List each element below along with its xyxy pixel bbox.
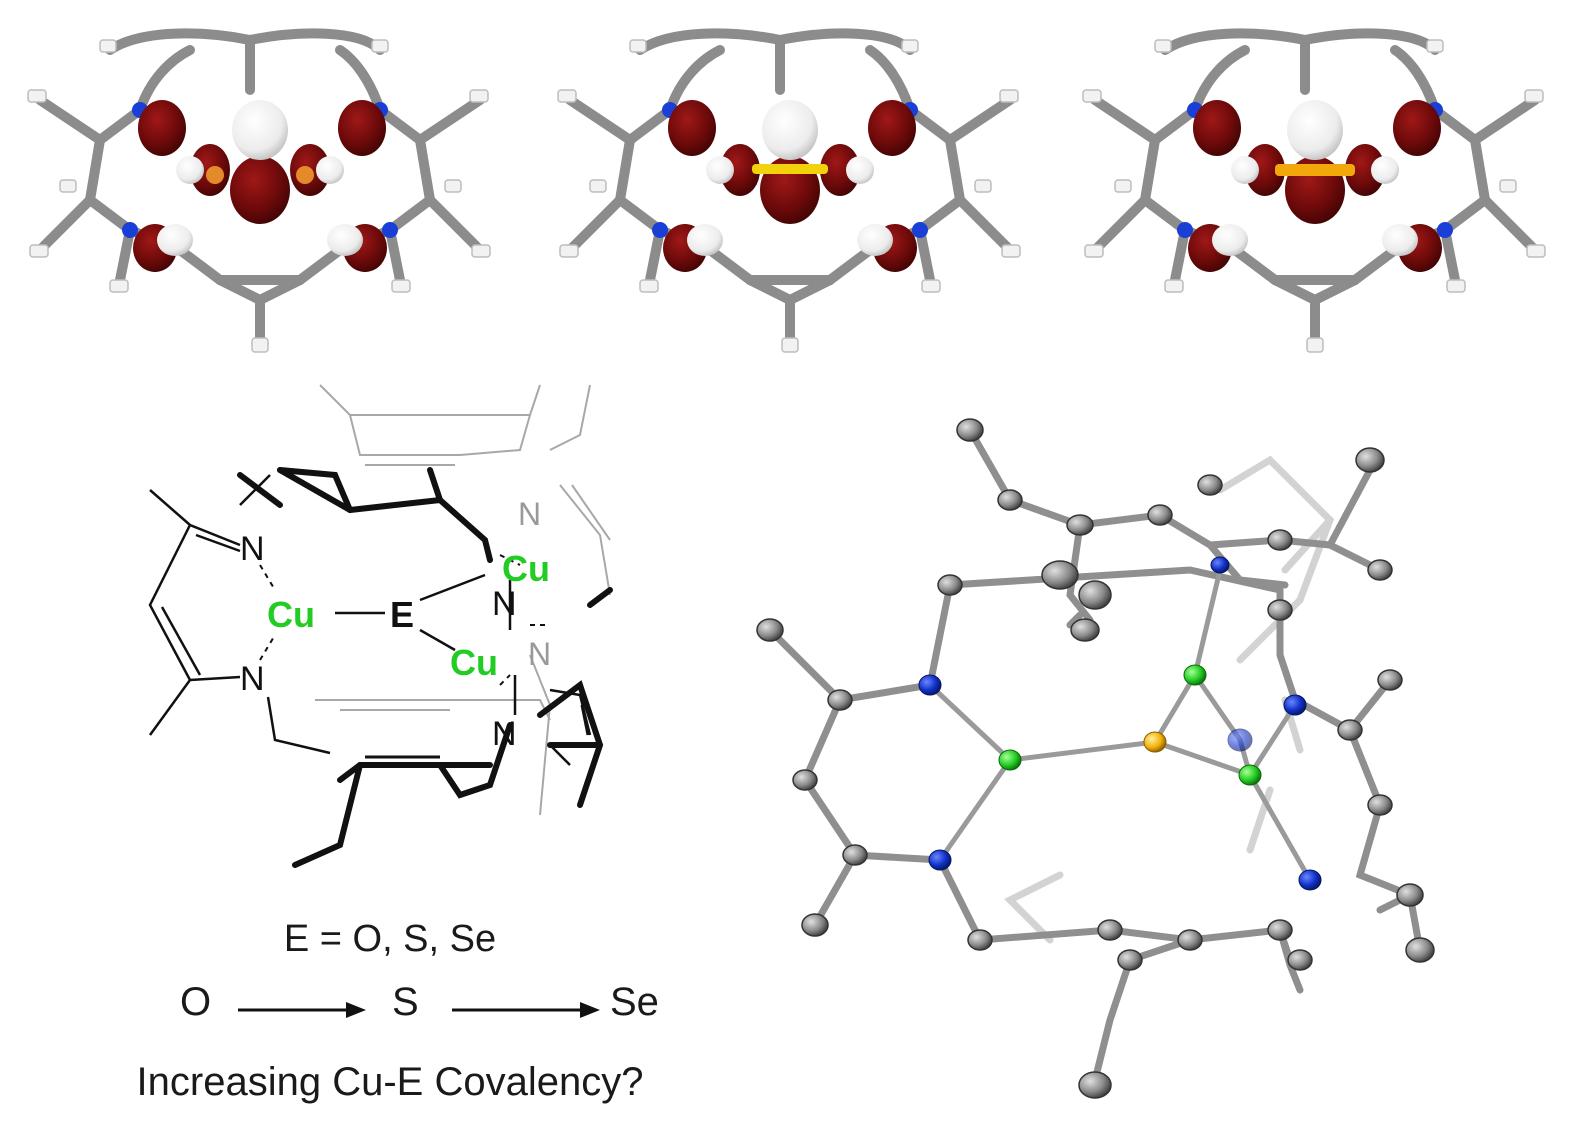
nitrogen-label: N [240, 660, 265, 698]
series-element-sulfur: S [392, 980, 419, 1024]
copper-label: Cu [450, 642, 498, 683]
nitrogen-label: N [528, 636, 551, 672]
series-element-selenium: Se [610, 980, 659, 1024]
right-arrow-icon [238, 1002, 366, 1018]
series-element-oxygen: O [180, 980, 212, 1024]
chalcogen-label: E [390, 594, 414, 635]
structure-scheme: N N N N N N Cu Cu Cu E [148, 384, 613, 868]
orbital-view-sulfido [558, 33, 1020, 352]
coordination-bonds [259, 554, 550, 686]
nitrogen-label: N [492, 585, 517, 623]
orbital-view-oxo [28, 33, 490, 352]
nitrogen-label: N [492, 715, 517, 753]
element-definition: E = O, S, Se [283, 918, 497, 960]
copper-label: Cu [267, 594, 315, 635]
chalcogen-atom [1143, 731, 1167, 753]
copper-label: Cu [502, 548, 550, 589]
orbital-renderings [0, 0, 1589, 360]
caption: E = O, S, Se O S Se Increasing Cu-E Cova… [0, 900, 780, 1127]
front-bonds [148, 474, 592, 766]
crystal-structure [756, 418, 1435, 1099]
bold-ligand [237, 467, 613, 868]
right-arrow-icon [452, 1002, 600, 1018]
covalency-question: Increasing Cu-E Covalency? [136, 1060, 644, 1104]
back-ligand [315, 384, 611, 816]
orbital-view-selenido [1083, 33, 1545, 352]
nitrogen-label: N [240, 530, 265, 568]
nitrogen-label: N [518, 496, 541, 532]
element-series: O S Se [0, 980, 780, 1040]
